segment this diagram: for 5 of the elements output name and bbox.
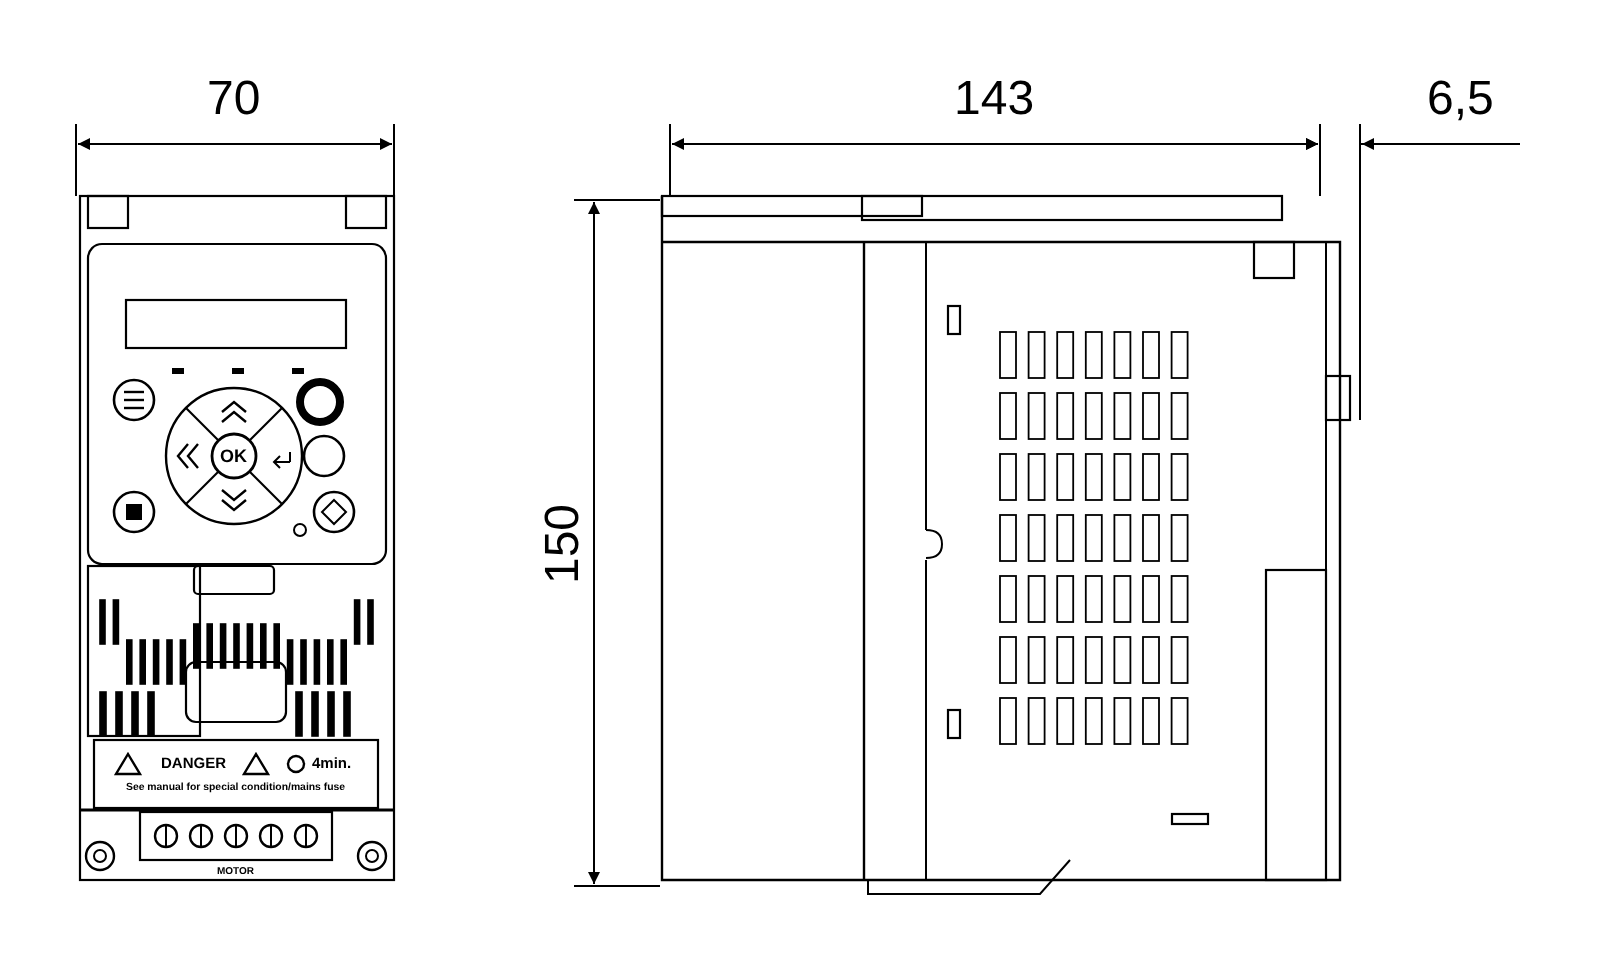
dimension-value: 143 [954, 76, 1035, 124]
dimension-value: 6,5 [1427, 76, 1494, 124]
dimension-value: 70 [207, 76, 261, 124]
dimension-value: 150 [540, 503, 589, 585]
button-label: OK [220, 447, 247, 465]
